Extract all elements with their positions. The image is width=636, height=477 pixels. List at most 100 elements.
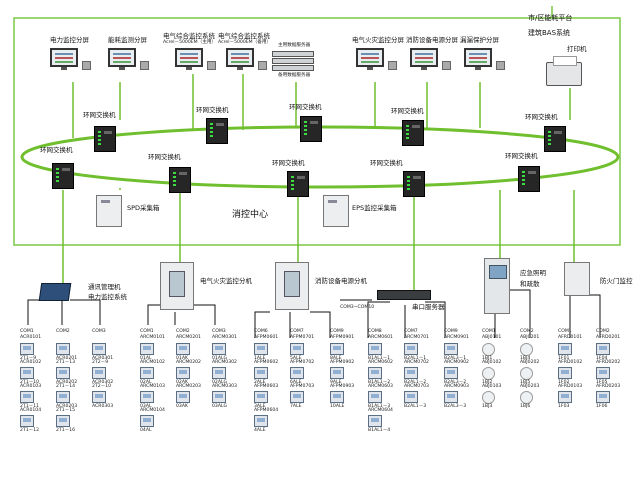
device-icon — [212, 367, 226, 379]
device-icon — [368, 415, 382, 427]
device-icon — [404, 391, 418, 403]
device-icon — [482, 391, 495, 404]
ring-switch-3 — [300, 116, 322, 142]
column-device-id: ACR0101 — [20, 335, 42, 340]
device-tag: 3ALE — [254, 404, 266, 409]
emergency-lighting-terminal — [484, 258, 510, 314]
device-id: AFPM0603 — [254, 384, 279, 389]
switch-label-2: 环网交换机 — [196, 106, 229, 114]
device-icon — [254, 415, 268, 427]
device-tag: B2AL1－1 — [404, 356, 427, 361]
switch-label-4: 环网交换机 — [391, 107, 424, 115]
device-icon — [558, 391, 572, 403]
device-id: ARCM0604 — [368, 408, 393, 413]
device-icon — [140, 391, 154, 403]
device-icon — [596, 343, 610, 355]
column-device-id: ARCM0901 — [444, 335, 469, 340]
column-device-id: AFRD0101 — [558, 335, 583, 340]
device-icon — [444, 391, 458, 403]
device-icon — [558, 343, 572, 355]
station-fire-power-title: 消防设备电源分屏 — [406, 36, 458, 44]
device-tag: 03AL — [140, 404, 152, 409]
device-tag: 1F04 — [596, 356, 608, 361]
fire-door-monitor-unit — [564, 262, 590, 296]
device-icon — [254, 343, 268, 355]
serial-server-label: 串口服务器 — [412, 303, 445, 311]
emergency-label-1: 应急照明 — [520, 269, 546, 277]
column-com-label: COM9 — [444, 329, 458, 334]
station-leakage-title: 漏漏保护分屏 — [460, 36, 499, 44]
column-com-label: COM1 — [20, 329, 34, 334]
main-data-server — [272, 51, 314, 57]
device-tag: B2AL1－2 — [404, 380, 427, 385]
device-tag: 1F02 — [558, 380, 570, 385]
device-id: ARCM0603 — [368, 384, 393, 389]
column-com-label: COM2 — [520, 329, 534, 334]
eps-label: EPS监控采集箱 — [352, 204, 397, 212]
device-tag: 01AL — [140, 356, 152, 361]
column-device-id: ABJ0201 — [520, 335, 540, 340]
column-com-label: COM7 — [404, 329, 418, 334]
column-com-label: COM1 — [482, 329, 496, 334]
column-device-id: AFPM0901 — [330, 335, 355, 340]
device-tag: 1F06 — [596, 404, 608, 409]
device-icon — [20, 343, 34, 355]
device-icon — [254, 391, 268, 403]
device-tag: B1AL1－4 — [368, 428, 391, 433]
device-tag: 1BJ3 — [482, 404, 493, 409]
device-icon — [212, 343, 226, 355]
ring-switch-9 — [403, 171, 425, 197]
device-id: ACR0104 — [20, 408, 42, 413]
device-tag: 4ALE — [254, 428, 266, 433]
device-id: 2T1－15 — [56, 408, 76, 413]
device-tag: B1AL1－1 — [368, 356, 391, 361]
device-icon — [290, 343, 304, 355]
ring-switch-2 — [206, 118, 228, 144]
gateway-label-1: 通讯管理机 — [88, 283, 121, 291]
device-tag: 9ALE — [330, 380, 342, 385]
device-icon — [176, 367, 190, 379]
device-icon — [20, 367, 34, 379]
device-tag: 1F05 — [596, 380, 608, 385]
station-main-sub: Acrel－5000EM（主用） — [163, 40, 217, 45]
device-icon — [330, 391, 344, 403]
device-id: ARCM0104 — [140, 408, 165, 413]
device-icon — [176, 391, 190, 403]
firedoor-label: 防火门监控 — [600, 277, 633, 285]
control-center-label: 消控中心 — [232, 210, 269, 220]
fire-monitor-label: 电气火灾监控分机 — [200, 277, 252, 285]
device-tag: B1AL1－2 — [368, 380, 391, 385]
platform-label: 市/区能耗平台 — [528, 14, 573, 22]
device-id: AFPM0903 — [330, 384, 355, 389]
device-tag: 1F03 — [558, 404, 570, 409]
switch-label-6: 环网交换机 — [40, 146, 73, 154]
device-id: ARCM0103 — [140, 384, 165, 389]
device-id: ABJ0202 — [520, 360, 540, 365]
device-tag: 02ALG — [212, 380, 228, 385]
device-tag: 2T1－10 — [20, 380, 40, 385]
switch-label-7: 环网交换机 — [148, 153, 181, 161]
ring-switch-7 — [169, 167, 191, 193]
device-icon — [20, 391, 34, 403]
device-icon — [56, 367, 70, 379]
device-id: AFRD0203 — [596, 384, 621, 389]
device-tag: B2AL1－3 — [404, 404, 427, 409]
bus-lines — [27, 289, 601, 338]
column-com-label: COM1 — [558, 329, 572, 334]
device-tag: 2T1－9 — [20, 356, 37, 361]
column-device-id: ARCM0301 — [212, 335, 237, 340]
device-tag: 2T1－11 — [20, 404, 40, 409]
column-device-id: ARCM0701 — [404, 335, 429, 340]
switch-label-3: 环网交换机 — [289, 103, 322, 111]
device-id: AFPM0902 — [330, 360, 355, 365]
fire-power-unit — [275, 262, 309, 310]
device-id: 2T2－9 — [92, 360, 109, 365]
device-tag: 03ALG — [212, 404, 228, 409]
device-id: AFPM0703 — [290, 384, 315, 389]
device-id: ARCM0703 — [404, 384, 429, 389]
fire-monitor-unit — [160, 262, 194, 310]
device-tag: 04AL — [140, 428, 152, 433]
server-unit-2 — [272, 58, 314, 64]
column-com-label: COM2 — [596, 329, 610, 334]
device-icon — [56, 391, 70, 403]
